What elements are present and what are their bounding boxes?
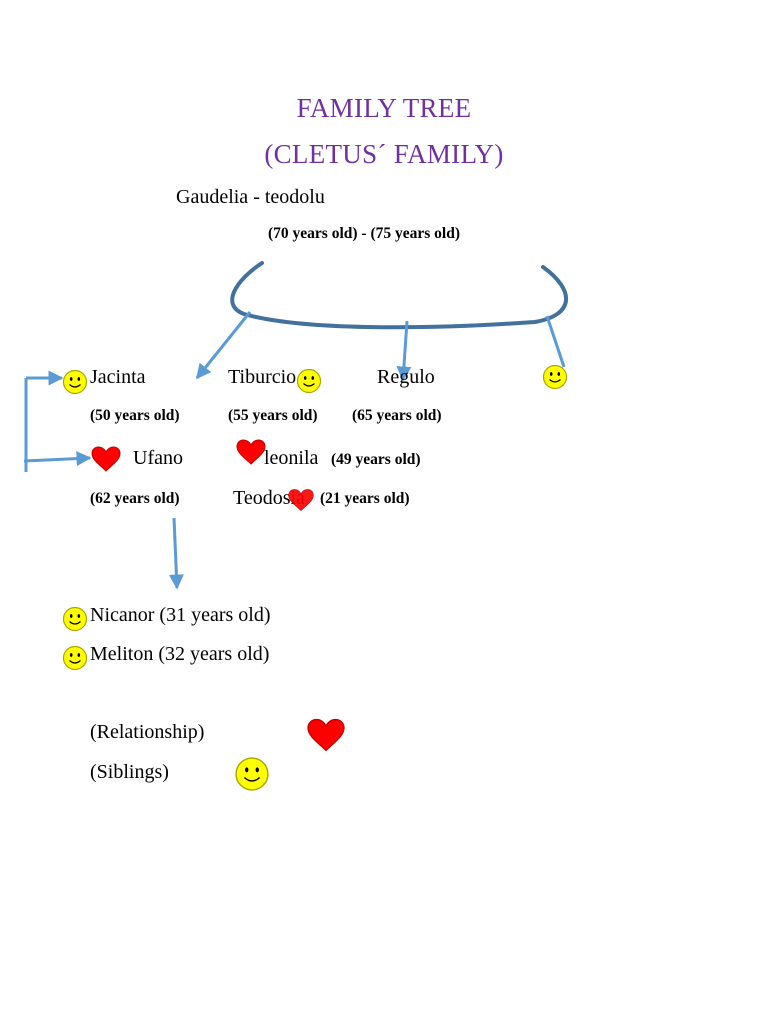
age-leonila: (49 years old) [331,451,421,468]
heart-icon [307,718,345,752]
spouse-ufano: Ufano [133,447,183,469]
smiley-icon [542,364,568,390]
legend-relationship-label: (Relationship) [90,721,205,743]
title-line-1: FAMILY TREE [296,93,472,123]
grandchild-nicanor: Nicanor (31 years old) [90,604,271,626]
heart-icon [91,446,121,472]
age-ufano: (62 years old) [90,490,180,507]
age-regulo: (65 years old) [352,407,442,424]
arrow-to-grandchildren [168,517,184,590]
arrow-to-regulo [396,320,412,382]
smiley-icon [62,606,88,632]
smiley-icon [62,645,88,671]
age-jacinta: (50 years old) [90,407,180,424]
spouse-teodosia: Teodosia [233,487,305,509]
age-teodosia: (21 years old) [320,490,410,507]
child-regulo: Regulo [377,366,435,388]
legend-siblings-label: (Siblings) [90,761,169,783]
arrow-to-jacinta [195,311,252,380]
age-tiburcio: (55 years old) [228,407,318,424]
title-line-2: (CLETUS´ FAMILY) [264,139,504,169]
spouse-leonila: leonila [264,447,319,469]
family-bracket [230,261,569,330]
grandparents-ages: (70 years old) - (75 years old) [268,225,460,242]
heart-icon [236,439,266,465]
child-tiburcio: Tiburcio [228,366,297,388]
grandchild-meliton: Meliton (32 years old) [90,643,270,665]
smiley-icon [296,368,322,394]
heart-icon [288,489,314,512]
child-jacinta: Jacinta [90,366,146,388]
smiley-icon [62,369,88,395]
smiley-icon [235,757,269,791]
arrow-to-ufano-heart [23,451,92,467]
grandparents-names: Gaudelia - teodolu [176,186,325,208]
line-to-right [545,315,566,368]
